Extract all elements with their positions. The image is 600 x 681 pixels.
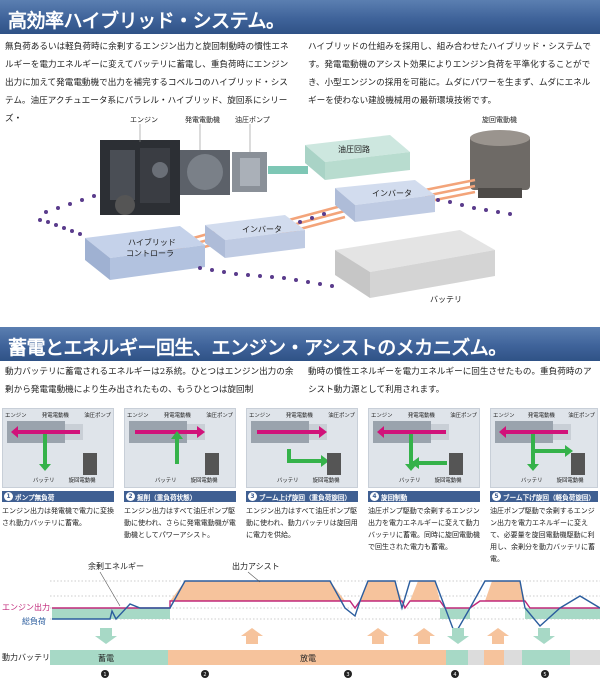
hydraulic-circuit-box: [305, 135, 410, 180]
mechanism-diagram-2: エンジン発電電動機油圧ポンプ バッテリ旋回電動機: [124, 408, 236, 488]
battery-segment-idle-3: [570, 650, 600, 665]
section1-header: 高効率ハイブリッド・システム。: [0, 0, 600, 34]
assist-area-1: [170, 581, 345, 601]
engine-image: [100, 140, 267, 215]
signal-line-bottom: [198, 266, 334, 288]
discharge-arrows: [241, 628, 509, 644]
label-output-assist: 出力アシスト: [232, 561, 280, 571]
label-engine-output: エンジン出力: [2, 602, 50, 612]
label-total-load: 総負荷: [22, 616, 46, 626]
mechanism-diagram-5: エンジン発電電動機油圧ポンプ バッテリ旋回電動機: [490, 408, 598, 488]
total-load-line: [52, 580, 600, 636]
hybrid-system-diagram: エンジン 発電電動機 油圧ポンプ 旋回電動機 油圧回路 インバータ: [38, 115, 530, 304]
label-engine: エンジン: [130, 116, 158, 124]
svg-text:4: 4: [453, 672, 456, 678]
label-surplus-energy: 余剰エネルギー: [88, 561, 144, 571]
surplus-area-2: [440, 608, 470, 619]
section1-body-left: 無負荷あるいは軽負荷時に余剰するエンジン出力と旋回制動時の慣性エネルギーを電力エ…: [5, 42, 289, 124]
svg-text:1: 1: [103, 672, 106, 678]
mechanism-desc-3: エンジン出力はすべて油圧ポンプ駆動に使われ、動力バッテリは旋回用に電力を供給。: [246, 507, 358, 539]
section2-body-left: 動力バッテリに蓄電されるエネルギーは2系統。ひとつはエンジン出力の余剰から発電電…: [5, 367, 294, 395]
mechanism-desc-5: 油圧ポンプ駆動で余剰するエンジン出力を電力エネルギーに変えて、必要量を旋回電動機…: [490, 507, 595, 563]
section1-body-right: ハイブリッドの仕組みを採用し、組み合わせたハイブリッド・システムです。発電電動機…: [308, 42, 591, 106]
energy-flow-chart: 余剰エネルギー 出力アシスト エンジン出力 総負荷 動力バッテリ 蓄電 放電 1…: [2, 561, 600, 678]
inverter-box-right: [335, 180, 435, 222]
label-inverter-1: インバータ: [242, 225, 282, 234]
label-hybrid-controller-1: ハイブリッド: [128, 237, 176, 247]
svg-text:2: 2: [203, 672, 206, 678]
mechanism-desc-4: 油圧ポンプ駆動で余剰するエンジン出力を電力エネルギーに変えて動力バッテリに蓄電。…: [368, 507, 480, 551]
battery-segment-idle-1: [468, 650, 484, 665]
mechanism-desc-1: エンジン出力は発電機で電力に変換され動力バッテリに蓄電。: [2, 507, 114, 527]
engine-output-line: [52, 600, 600, 610]
battery-segment-idle-2: [504, 650, 522, 665]
label-swing-motor: 旋回電動機: [482, 115, 517, 124]
assist-area-4: [485, 581, 525, 601]
battery-segment-charge-2: [446, 650, 468, 665]
label-battery: バッテリ: [430, 295, 462, 304]
mechanism-desc-2: エンジン出力はすべて油圧ポンプ駆動に使われ、さらに発電電動機が電動機としてパワー…: [124, 507, 236, 539]
inverter-box-center: [205, 215, 305, 258]
battery-box: [335, 230, 495, 298]
assist-area-3: [410, 581, 440, 601]
battery-segment-charge-1: [50, 650, 168, 665]
section2-title: 蓄電とエネルギー回生、エンジン・アシストのメカニズム。: [8, 337, 507, 359]
battery-segment-discharge-1: [168, 650, 446, 665]
step-markers: 1 2 3 4 5: [101, 670, 549, 678]
hybrid-controller-box: [85, 226, 205, 280]
label-inverter-2: インバータ: [372, 189, 412, 198]
mechanism-diagram-4: エンジン発電電動機油圧ポンプ バッテリ旋回電動機: [368, 408, 480, 488]
signal-line-upper: [298, 198, 512, 224]
battery-segment-discharge-2: [484, 650, 504, 665]
label-power-battery: 動力バッテリ: [2, 652, 50, 662]
svg-text:3: 3: [346, 672, 349, 678]
mechanism-diagram-1: エンジン発電電動機油圧ポンプ バッテリ旋回電動機: [2, 408, 114, 488]
section2-body-right: 動時の慣性エネルギーを電力エネルギーに回生させたもの。重負荷時のアシスト動力源と…: [308, 367, 592, 395]
charge-arrows: [95, 628, 555, 644]
surplus-area-3: [525, 608, 600, 619]
swing-motor-image: [470, 130, 530, 198]
svg-text:5: 5: [543, 672, 546, 678]
label-generator-motor: 発電電動機: [185, 115, 220, 124]
signal-line-left: [38, 194, 96, 236]
label-charge: 蓄電: [98, 653, 114, 663]
label-discharge: 放電: [300, 653, 316, 663]
section1-title: 高効率ハイブリッド・システム。: [8, 10, 285, 32]
label-hydraulic-pump: 油圧ポンプ: [235, 115, 270, 124]
battery-segment-charge-3: [522, 650, 570, 665]
assist-area-2: [360, 581, 402, 601]
label-hybrid-controller-2: コントローラ: [126, 249, 174, 258]
section2-header: 蓄電とエネルギー回生、エンジン・アシストのメカニズム。: [0, 327, 600, 361]
mechanism-diagram-3: エンジン発電電動機油圧ポンプ バッテリ旋回電動機: [246, 408, 358, 488]
label-hydraulic-circuit: 油圧回路: [338, 144, 370, 154]
